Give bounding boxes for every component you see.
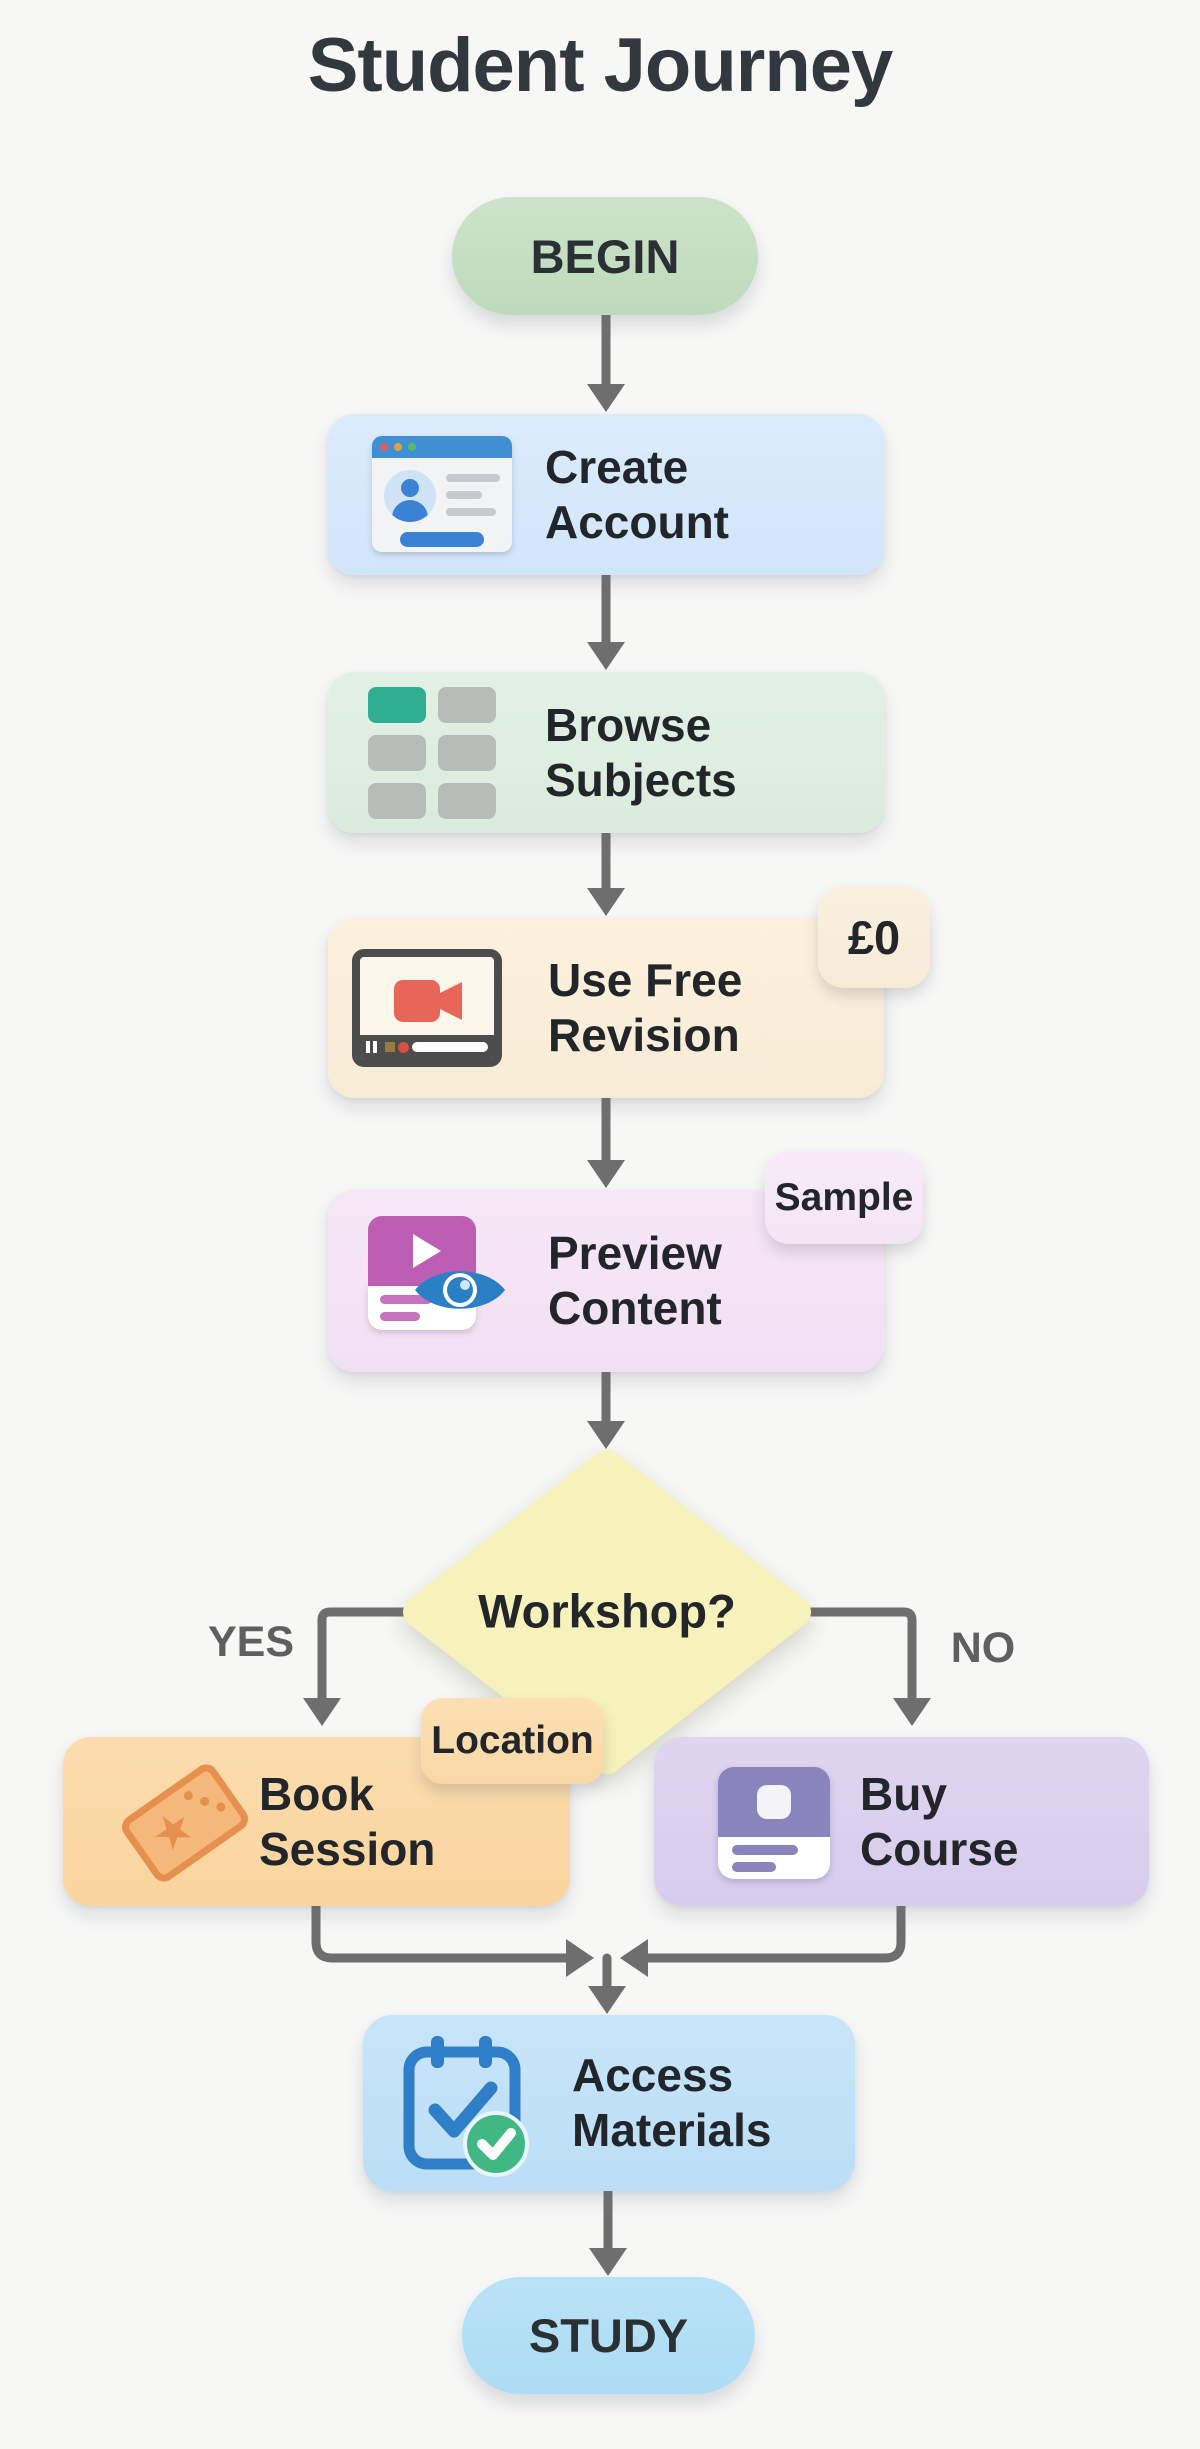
camcorder-icon: [394, 980, 462, 1022]
node-label-access-materials: Access Materials: [572, 2048, 772, 2156]
course-card-icon: [718, 1767, 830, 1879]
node-use-free-revision: Use Free Revision: [328, 918, 884, 1098]
arrow-preview-decision: [587, 1367, 625, 1449]
diamond-shape: [403, 1450, 811, 1774]
green-dot-icon: [408, 443, 416, 451]
orange-dot-icon: [394, 443, 402, 451]
study-terminal: STUDY: [462, 2277, 755, 2394]
red-dot-icon: [380, 443, 388, 451]
avatar-icon: [384, 470, 436, 522]
sample-badge: Sample: [765, 1151, 923, 1244]
submit-button-glyph: [400, 532, 484, 547]
arrow-begin-create: [587, 310, 625, 412]
arrow-merge-access: [588, 1953, 626, 2014]
node-browse-subjects: Browse Subjects: [328, 672, 884, 833]
browser-profile-icon: [372, 436, 512, 552]
arrow-buy-merge: [620, 1901, 906, 1977]
arrow-browse-revision: [587, 828, 625, 916]
begin-terminal: BEGIN: [452, 197, 758, 315]
location-badge: Location: [421, 1698, 604, 1784]
play-triangle-icon: [413, 1234, 441, 1268]
node-access-materials: Access Materials: [363, 2015, 855, 2191]
node-label-book-session: Book Session: [259, 1767, 436, 1875]
begin-label: BEGIN: [530, 229, 680, 283]
node-label-use-free-revision: Use Free Revision: [548, 953, 743, 1061]
grid-icon: [368, 687, 496, 819]
node-create-account: Create Account: [328, 414, 884, 575]
book-cover-glyph: [757, 1785, 791, 1819]
node-label-browse-subjects: Browse Subjects: [545, 698, 737, 806]
arrow-create-browse: [587, 570, 625, 670]
star-icon: ★: [140, 1797, 205, 1864]
decision-label: Workshop?: [478, 1584, 736, 1638]
form-lines: [446, 474, 502, 525]
arrow-decision-yes-book: [303, 1607, 417, 1726]
browser-titlebar: [372, 436, 512, 458]
arrow-revision-preview: [587, 1093, 625, 1188]
yes-branch-label: YES: [207, 1618, 295, 1666]
node-label-create-account: Create Account: [545, 440, 729, 548]
decision-workshop: Workshop?: [402, 1449, 812, 1775]
eye-icon: [415, 1271, 505, 1309]
ticket-icon: ★: [105, 1753, 265, 1893]
player-controls: [360, 1035, 494, 1059]
arrow-book-merge: [311, 1901, 594, 1977]
study-label: STUDY: [528, 2309, 689, 2362]
price-badge: £0: [818, 886, 930, 988]
clipboard-check-icon: [403, 2036, 529, 2177]
node-label-buy-course: Buy Course: [860, 1767, 1019, 1875]
page-title: Student Journey: [307, 23, 894, 108]
node-buy-course: Buy Course: [654, 1737, 1149, 1906]
arrow-decision-no-buy: [797, 1607, 931, 1726]
node-label-preview-content: Preview Content: [548, 1226, 722, 1334]
video-player-icon: [352, 949, 502, 1067]
media-preview-eye-icon: [368, 1216, 505, 1330]
arrow-access-study: [589, 2185, 627, 2276]
no-branch-label: NO: [950, 1624, 1016, 1672]
